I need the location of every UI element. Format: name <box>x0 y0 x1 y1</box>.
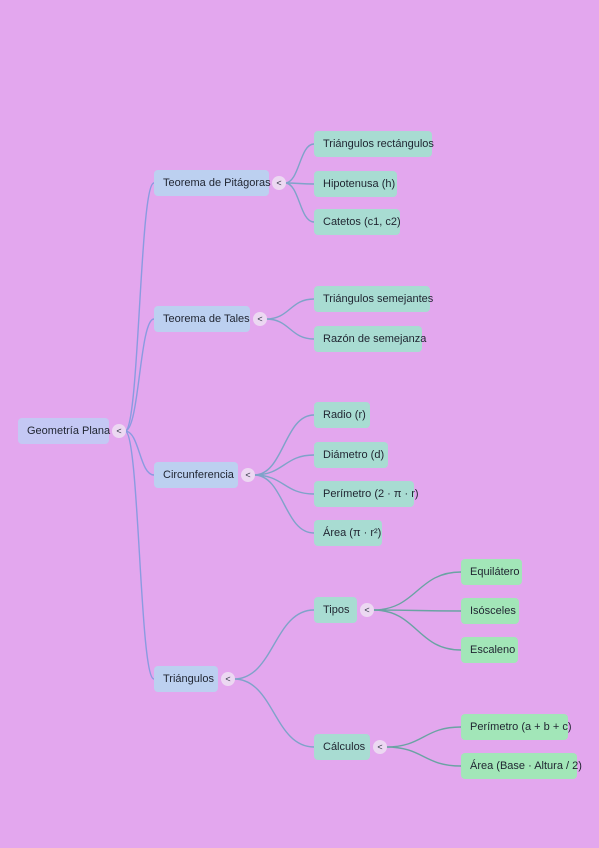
node-triangulos[interactable]: Triángulos <box>154 666 218 692</box>
node-tipos-collapse-toggle[interactable]: < <box>360 603 374 617</box>
node-circunferencia-collapse-toggle[interactable]: < <box>241 468 255 482</box>
node-geometria-plana-collapse-toggle[interactable]: < <box>112 424 126 438</box>
node-razon-de-semejanza[interactable]: Razón de semejanza <box>314 326 426 352</box>
node-diametro-d[interactable]: Diámetro (d) <box>314 442 388 468</box>
link-tipos-to-isosceles <box>372 609 462 612</box>
node-triangulos-collapse-toggle[interactable]: < <box>221 672 235 686</box>
link-tipos-to-escaleno <box>372 609 462 651</box>
link-root-to-circunferencia <box>124 430 155 476</box>
link-triangulos-to-tipos <box>233 609 315 680</box>
link-triangulos-to-calculos <box>233 678 315 748</box>
link-circunferencia-to-area-r <box>253 474 315 534</box>
node-perimetro-2-r[interactable]: Perímetro (2 · π · r) <box>314 481 419 507</box>
node-isosceles[interactable]: Isósceles <box>461 598 519 624</box>
node-tipos[interactable]: Tipos <box>314 597 357 623</box>
node-hipotenusa-h[interactable]: Hipotenusa (h) <box>314 171 397 197</box>
node-triangulos-semejantes[interactable]: Triángulos semejantes <box>314 286 433 312</box>
node-circunferencia[interactable]: Circunferencia <box>154 462 238 488</box>
node-equilatero[interactable]: Equilátero <box>461 559 522 585</box>
node-area-base-altura-2[interactable]: Área (Base · Altura / 2) <box>461 753 582 779</box>
node-teorema-de-tales-collapse-toggle[interactable]: < <box>253 312 267 326</box>
node-calculos[interactable]: Cálculos <box>314 734 370 760</box>
node-teorema-de-pitagoras[interactable]: Teorema de Pitágoras <box>154 170 271 196</box>
node-escaleno[interactable]: Escaleno <box>461 637 518 663</box>
link-circunferencia-to-perimetro-2-r <box>253 474 315 495</box>
node-geometria-plana[interactable]: Geometría Plana <box>18 418 110 444</box>
node-triangulos-rectangulos[interactable]: Triángulos rectángulos <box>314 131 434 157</box>
link-circunferencia-to-radio-r <box>253 414 315 476</box>
node-calculos-collapse-toggle[interactable]: < <box>373 740 387 754</box>
link-teorema-de-tales-to-razon-de-semejanza <box>265 318 315 340</box>
node-teorema-de-pitagoras-collapse-toggle[interactable]: < <box>272 176 286 190</box>
link-teorema-de-tales-to-triangulos-semejantes <box>265 298 315 320</box>
node-teorema-de-tales[interactable]: Teorema de Tales <box>154 306 250 332</box>
link-calculos-to-area-base-altura-2 <box>385 746 462 767</box>
link-calculos-to-perimetro-a-b-c <box>385 726 462 748</box>
link-circunferencia-to-diametro-d <box>253 454 315 476</box>
node-radio-r[interactable]: Radio (r) <box>314 402 370 428</box>
link-teorema-de-pitagoras-to-catetos-c1-c2 <box>284 182 315 223</box>
link-root-to-triangulos <box>124 430 155 680</box>
link-tipos-to-equilatero <box>372 571 462 611</box>
node-area-r[interactable]: Área (π · r²) <box>314 520 382 546</box>
link-root-to-teorema-de-tales <box>124 318 155 432</box>
node-perimetro-a-b-c[interactable]: Perímetro (a + b + c) <box>461 714 571 740</box>
link-root-to-teorema-de-pitagoras <box>124 182 155 432</box>
link-teorema-de-pitagoras-to-triangulos-rectangulos <box>284 143 315 184</box>
node-catetos-c1-c2[interactable]: Catetos (c1, c2) <box>314 209 401 235</box>
